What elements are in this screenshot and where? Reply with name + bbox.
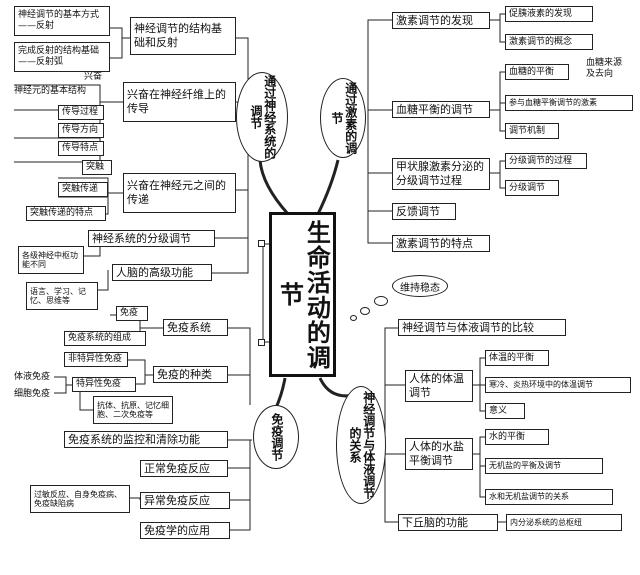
node-conduction-feature: 传导特点 (58, 141, 104, 156)
topic-hormonal: 通过激素的调节 (320, 78, 366, 158)
thought-dot (374, 296, 388, 306)
label-excitation: 兴奋 (84, 72, 103, 82)
node-regulation-mechanism: 调节机制 (505, 123, 559, 139)
node-hormone-discovery: 激素调节的发现 (392, 12, 490, 29)
node-thyroid-regulation: 甲状腺激素分泌的分级调节过程 (392, 158, 490, 190)
node-immune-types: 免疫的种类 (153, 366, 228, 383)
node-synaptic-transmission: 突触传递 (58, 182, 108, 197)
topic-neural: 通过神经系统的调节 (236, 72, 288, 162)
node-glucose-hormones: 参与血糖平衡调节的激素 (505, 95, 633, 111)
node-immunology-application: 免疫学的应用 (140, 522, 230, 539)
node-allergy-autoimmune: 过敏反应、自身免疫病、免疫缺陷病 (30, 485, 130, 513)
node-salt-balance: 无机盐的平衡及调节 (485, 458, 603, 474)
node-cold-hot-regulation: 寒冷、炎热环境中的体温调节 (485, 377, 631, 393)
center-handle-top (258, 240, 265, 247)
node-neural-structure: 神经调节的结构基础和反射 (130, 17, 236, 55)
center-handle-bottom (258, 339, 265, 346)
node-secretin-discovery: 促胰液素的发现 (505, 6, 593, 22)
node-water-salt-relation: 水和无机盐调节的关系 (485, 489, 613, 505)
node-significance: 意义 (485, 403, 525, 419)
label-humoral-immunity: 体液免疫 (14, 372, 51, 382)
node-immunity: 免疫 (116, 306, 148, 321)
node-nonspecific: 非特异性免疫 (64, 352, 128, 367)
node-synapse: 突触 (82, 160, 112, 175)
node-reflex-arc: 完成反射的结构基础——反射弧 (14, 42, 110, 72)
node-compare-neural-humoral: 神经调节与体液调节的比较 (398, 319, 566, 336)
node-body-temperature: 人体的体温调节 (405, 370, 473, 402)
node-hormone-features: 激素调节的特点 (392, 235, 490, 252)
node-synaptic-feature: 突触传递的特点 (26, 206, 106, 221)
node-brain-function: 人脑的高级功能 (112, 264, 212, 281)
node-normal-response: 正常免疫反应 (140, 460, 228, 477)
thought-bubble: 维持稳态 (392, 275, 448, 297)
node-brain-language: 语言、学习、记忆、思维等 (26, 282, 98, 310)
label-neuron-structure: 神经元的基本结构 (14, 86, 87, 96)
node-water-salt: 人体的水盐平衡调节 (405, 438, 473, 470)
node-temperature-balance: 体温的平衡 (485, 350, 549, 366)
node-hierarchical: 分级调节 (505, 180, 559, 196)
node-endocrine-hub: 内分泌系统的总枢纽 (506, 514, 622, 531)
topic-immune: 免疫调节 (253, 405, 299, 469)
node-antibody-antigen: 抗体、抗原、记忆细胞、二次免疫等 (93, 396, 173, 424)
thought-dot (360, 307, 370, 315)
node-conduction-process: 传导过程 (58, 105, 104, 120)
node-centers-differ: 各级神经中枢功能不同 (18, 246, 84, 274)
center-title: 生命活动的调节 (269, 212, 336, 377)
label-cellular-immunity: 细胞免疫 (14, 389, 51, 399)
topic-neurohumoral: 神经调节与体液调节的关系 (336, 386, 386, 504)
node-hormone-concept: 激素调节的概念 (505, 34, 593, 50)
node-hierarchical-regulation: 神经系统的分级调节 (88, 230, 215, 247)
node-reflex-basic: 神经调节的基本方式——反射 (14, 6, 110, 36)
node-feedback-regulation: 反馈调节 (392, 203, 456, 220)
node-neural-fiber: 兴奋在神经纤维上的传导 (123, 82, 236, 122)
thought-dot (350, 315, 357, 321)
node-water-balance: 水的平衡 (485, 429, 549, 445)
node-immune-monitoring: 免疫系统的监控和清除功能 (64, 431, 228, 448)
node-hierarchical-process: 分级调节的过程 (505, 153, 587, 169)
node-synapse-transmission: 兴奋在神经元之间的传递 (123, 173, 236, 213)
node-glucose-balance: 血糖的平衡 (505, 64, 569, 80)
label-glucose-source: 血糖来源及去向 (586, 58, 623, 79)
node-immune-system: 免疫系统 (163, 319, 228, 336)
node-immune-composition: 免疫系统的组成 (64, 331, 146, 346)
node-abnormal-response: 异常免疫反应 (140, 492, 230, 509)
node-specific: 特异性免疫 (72, 377, 136, 392)
node-glucose-regulation: 血糖平衡的调节 (392, 101, 490, 118)
node-hypothalamus: 下丘脑的功能 (398, 514, 498, 531)
node-conduction-direction: 传导方向 (58, 123, 104, 138)
